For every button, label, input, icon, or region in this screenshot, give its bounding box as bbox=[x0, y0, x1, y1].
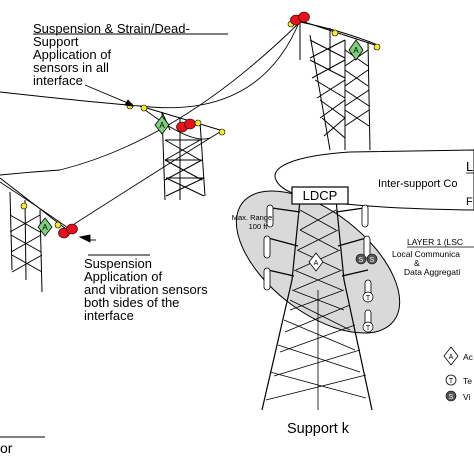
sensor-yellow bbox=[373, 43, 381, 51]
sensor-yellow bbox=[140, 104, 148, 112]
insulator bbox=[361, 204, 369, 228]
lower-title: Suspension bbox=[84, 256, 152, 271]
tower-top-right bbox=[297, 18, 376, 151]
top-left-title: Suspension & Strain/Dead- bbox=[33, 21, 190, 36]
vibration-sensor-icon: S bbox=[355, 253, 367, 265]
sensor-yellow bbox=[194, 119, 202, 127]
bottom-left-fragment: or bbox=[0, 440, 13, 456]
legend-item-vibration: S Vi bbox=[445, 390, 471, 402]
max-range-value: 100 ft bbox=[249, 222, 269, 231]
support-k-tower bbox=[261, 199, 373, 411]
callouts bbox=[0, 33, 228, 438]
top-left-body-2: sensors in all bbox=[33, 60, 109, 75]
svg-text:Vi: Vi bbox=[463, 392, 471, 402]
max-range-label: Max. Range: bbox=[232, 213, 275, 222]
svg-text:T: T bbox=[366, 295, 371, 302]
tower-middle bbox=[139, 105, 221, 201]
top-left-body-1: Application of bbox=[33, 47, 112, 62]
layer1-line-2: & bbox=[414, 258, 420, 268]
sensors-top-right: A bbox=[287, 11, 381, 61]
layer1-line-1: Local Communica bbox=[392, 249, 460, 259]
temperature-sensor-icon: T bbox=[362, 291, 374, 303]
layer1-heading: LAYER 1 (LSC bbox=[407, 237, 463, 247]
top-left-title-2: Support bbox=[33, 34, 79, 49]
sensors-left: A bbox=[20, 202, 78, 239]
insulator bbox=[263, 235, 271, 259]
lower-body-1: Application of bbox=[84, 269, 163, 284]
insulator bbox=[266, 204, 274, 228]
sensor-yellow bbox=[218, 128, 226, 136]
insulator bbox=[263, 267, 271, 291]
svg-text:A: A bbox=[449, 354, 454, 361]
lower-body-2: and vibration sensors bbox=[84, 282, 208, 297]
svg-text:A: A bbox=[159, 121, 165, 130]
sensor-red bbox=[184, 118, 196, 130]
accelerometer-icon: A bbox=[348, 39, 364, 61]
accelerometer-icon: A bbox=[308, 252, 324, 272]
sensors-middle: A bbox=[126, 102, 226, 136]
svg-text:A: A bbox=[353, 46, 359, 55]
accelerometer-icon: A bbox=[154, 115, 170, 135]
vibration-icon bbox=[445, 390, 457, 402]
lower-body-3: both sides of the bbox=[84, 295, 180, 310]
layer2-subtitle-2: F bbox=[466, 196, 473, 208]
accelerometer-icon bbox=[443, 346, 459, 366]
temperature-icon bbox=[445, 374, 457, 386]
svg-text:S: S bbox=[370, 257, 375, 264]
svg-text:T: T bbox=[449, 378, 454, 385]
svg-text:A: A bbox=[42, 223, 48, 232]
layer2-subtitle: Inter-support Co bbox=[378, 178, 457, 190]
svg-text:S: S bbox=[449, 394, 454, 401]
legend: A Ac T Te S Vi bbox=[443, 346, 474, 402]
ldcp-box bbox=[291, 186, 349, 205]
legend-item-accelerometer: A Ac bbox=[443, 346, 474, 366]
vibration-sensor-icon: S bbox=[366, 253, 378, 265]
layer1-line-3: Data Aggregati bbox=[404, 267, 460, 277]
sensor-red bbox=[66, 223, 78, 235]
top-left-body-3: interface bbox=[33, 73, 83, 88]
layer2-heading: L bbox=[466, 159, 473, 174]
temperature-sensor-icon: T bbox=[362, 321, 374, 333]
lower-body-4: interface bbox=[84, 308, 134, 323]
sensor-red bbox=[298, 11, 310, 23]
svg-text:T: T bbox=[366, 325, 371, 332]
support-k-caption: Support k bbox=[287, 421, 350, 437]
ldcp-label: LDCP bbox=[303, 188, 338, 203]
support-k-sensors: A S S T T bbox=[308, 252, 378, 333]
svg-text:Te: Te bbox=[463, 376, 472, 386]
sensor-yellow bbox=[331, 29, 339, 37]
svg-text:A: A bbox=[314, 260, 319, 267]
svg-text:S: S bbox=[359, 257, 364, 264]
sensor-yellow bbox=[54, 221, 62, 229]
accelerometer-icon: A bbox=[37, 217, 53, 237]
sensor-yellow bbox=[20, 202, 28, 210]
legend-item-temperature: T Te bbox=[445, 374, 472, 386]
svg-text:Ac: Ac bbox=[463, 352, 474, 362]
